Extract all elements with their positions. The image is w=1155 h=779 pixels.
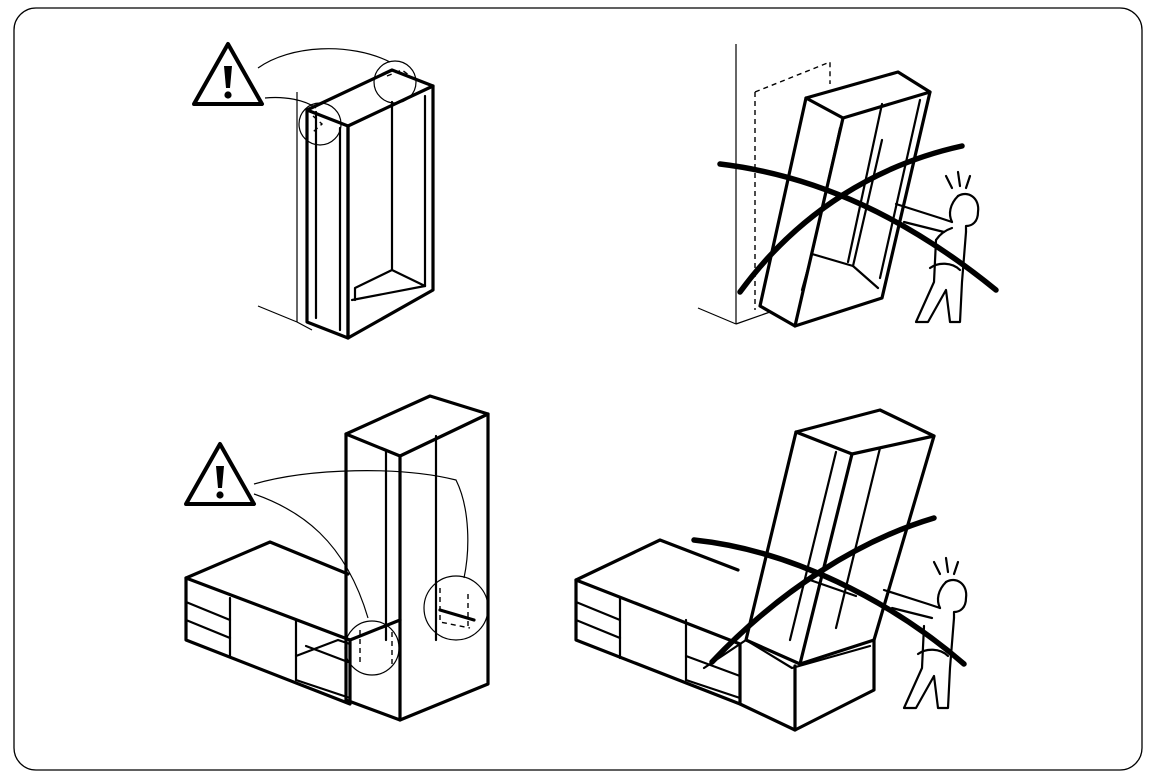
wall (257, 92, 313, 331)
person-figure (882, 556, 968, 710)
warning-triangle-icon (184, 442, 256, 506)
panel-correct-unit-anchoring (184, 394, 490, 722)
person-figure (894, 170, 980, 324)
cross-out-mark (691, 515, 967, 667)
warning-triangle-icon (192, 42, 264, 106)
cross-out-mark (717, 143, 999, 295)
panel-correct-wall-anchoring (192, 42, 435, 340)
detail-circle-left (298, 102, 342, 146)
panel-incorrect-tipping-cabinet (697, 44, 999, 328)
diagram-frame (13, 7, 1143, 771)
detail-circle-right (373, 60, 417, 104)
detail-circle-left (344, 620, 400, 676)
base-unit (184, 540, 402, 706)
detail-circle-right (423, 575, 489, 641)
tall-unit (344, 394, 490, 722)
base-unit (574, 538, 876, 732)
wall (697, 44, 771, 325)
panel-incorrect-tipping-unit (574, 408, 968, 732)
tall-unit (702, 408, 936, 670)
cabinet (305, 68, 435, 340)
